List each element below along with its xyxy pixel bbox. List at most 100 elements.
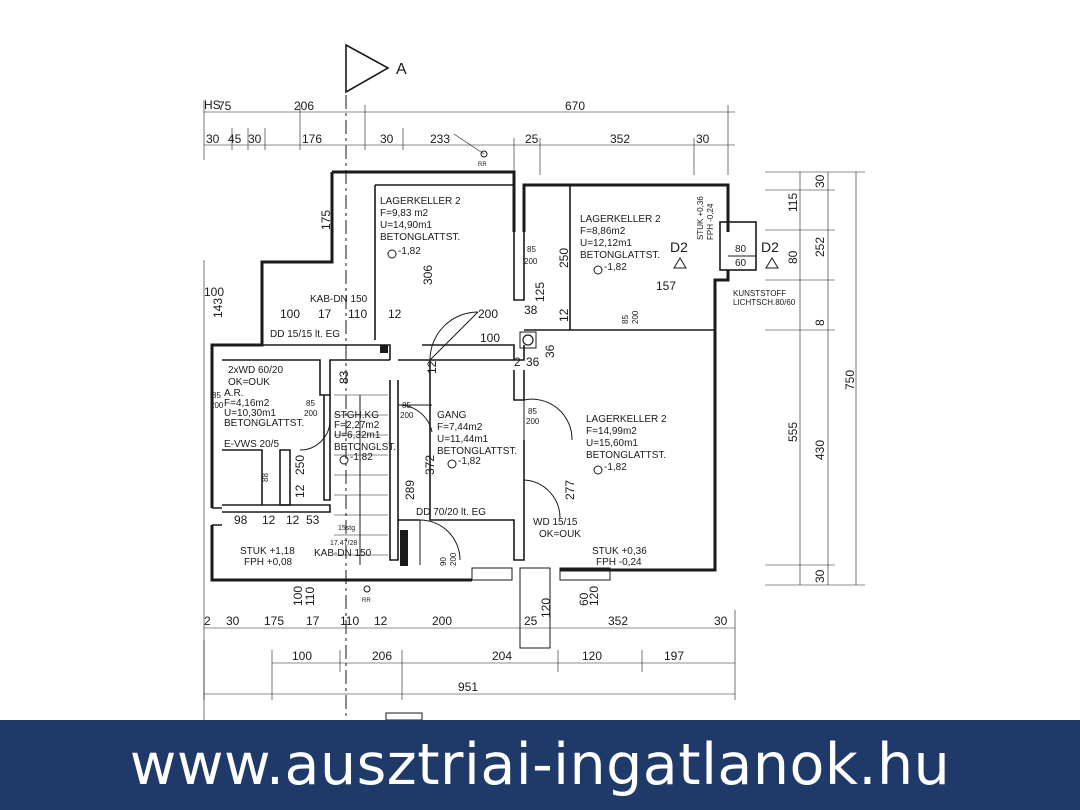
dim-right-3: 80: [786, 250, 800, 264]
inner-dim-31: 98: [234, 513, 248, 527]
dim-bottom-1-9: 30: [714, 614, 728, 628]
inner-dimensions: 175 306 85 200 250 125 38 12 36 2 36 157…: [210, 210, 676, 618]
lk2-bottom-level: -1,82: [604, 462, 627, 473]
inner-dim-8: 36: [543, 344, 557, 358]
section-marker: A: [345, 43, 407, 720]
dim-bottom-2-2: 204: [492, 649, 512, 663]
dimension-chains: HS 75 206 670 30 45 30 176 30 233 25 352…: [203, 98, 735, 175]
window-80: 80: [735, 244, 747, 255]
dim-bottom-2-0: 100: [292, 649, 312, 663]
inner-dim-19: 12: [425, 360, 439, 374]
lk2-right-name: LAGERKELLER 2: [580, 214, 661, 225]
inner-dim-22: 85: [402, 401, 411, 410]
inner-dim-5: 125: [533, 282, 547, 302]
inner-dim-10: 36: [526, 355, 540, 369]
inner-dim-17: 100: [480, 331, 500, 345]
stuk-top: STUK +0,36: [696, 196, 705, 240]
inner-dim-35: 12: [293, 484, 307, 498]
wd-left: 2xWD 60/20: [228, 365, 283, 376]
dim-left-0: 100: [204, 285, 224, 299]
inner-dim-6: 38: [524, 303, 538, 317]
kab-dn-bottom: KAB-DN 150: [314, 548, 372, 559]
inner-dim-3: 200: [524, 257, 538, 266]
dim-left-1: 143: [211, 298, 225, 318]
dd-bottom: DD 70/20 lt. EG: [416, 507, 486, 518]
wd-left-ok: OK=OUK: [228, 377, 270, 388]
right-dimensions: 115 30 252 80 8 750 555 430 30: [765, 171, 865, 586]
room-lagerkeller-bottom: LAGERKELLER 2 F=14,99m2 U=15,60m1 BETONG…: [586, 414, 667, 475]
lk2-top-perimeter: U=14,90m1: [380, 220, 432, 231]
dim-right-6: 555: [786, 422, 800, 442]
stghkg-floor: BETONGLST.: [334, 442, 396, 453]
interior-walls: [222, 184, 715, 566]
inner-dim-26: 372: [423, 455, 437, 475]
inner-dim-29: 85: [621, 315, 630, 324]
inner-dim-45: 85: [212, 391, 221, 400]
kunststoff: KUNSTSTOFF: [733, 289, 786, 298]
dim-top-2-5: 233: [430, 132, 450, 146]
inner-dim-12: 100: [280, 307, 300, 321]
lk2-right-area: F=8,86m2: [580, 226, 626, 237]
inner-dim-18: 83: [337, 370, 351, 384]
inner-dim-9: 2: [514, 355, 521, 369]
bottom-dimensions: 2 30 175 17 110 12 200 25 352 30 100 206…: [203, 585, 736, 720]
gang-floor: BETONGLATTST.: [437, 446, 517, 457]
stghkg-area: F=2,27m2: [334, 420, 380, 431]
dim-right-0: 115: [786, 193, 800, 212]
lk2-right-perimeter: U=12,12m1: [580, 238, 632, 249]
inner-dim-20: 85: [306, 399, 315, 408]
inner-dim-30: 200: [631, 310, 640, 324]
stuk-left: STUK +1,18: [240, 546, 295, 557]
dim-top-2-2: 30: [248, 132, 262, 146]
lk2-bottom-perimeter: U=15,60m1: [586, 438, 638, 449]
dim-top-2-1: 45: [228, 132, 242, 146]
rr-mark-top: RR: [478, 162, 487, 168]
lk2-bottom-name: LAGERKELLER 2: [586, 414, 667, 425]
ar-area: F=4,16m2: [224, 398, 270, 409]
dim-top-2-7: 352: [610, 132, 630, 146]
lk2-bottom-floor: BETONGLATTST.: [586, 450, 666, 461]
annotations: KAB-DN 150 DD 15/15 lt. EG 2xWD 60/20 OK…: [224, 196, 796, 568]
dim-top-2-3: 176: [302, 132, 322, 146]
dim-top-1-1: 206: [294, 99, 314, 113]
inner-dim-43: 110: [303, 587, 317, 606]
room-gang: GANG F=7,44m2 U=11,44m1 BETONGLATTST. -1…: [437, 410, 517, 469]
inner-dim-44: 120: [587, 586, 601, 606]
inner-dim-14: 110: [348, 307, 367, 321]
lk2-bottom-area: F=14,99m2: [586, 426, 637, 437]
dim-right-5: 750: [843, 370, 857, 390]
dim-bottom-1-4: 110: [340, 614, 359, 628]
inner-dim-7: 12: [557, 308, 571, 322]
dim-right-1: 30: [813, 174, 827, 188]
section-marker-label: A: [396, 61, 407, 78]
inner-dim-21: 200: [304, 409, 318, 418]
steps-ratio: 17.47/28: [330, 540, 357, 547]
room-lagerkeller-right: LAGERKELLER 2 F=8,86m2 U=12,12m1 BETONGL…: [580, 214, 661, 275]
lk2-right-level: -1,82: [604, 262, 627, 273]
watermark-banner: www.ausztriai-ingatlanok.hu: [0, 720, 1080, 810]
dim-right-2: 252: [813, 237, 827, 257]
dim-bottom-total: 951: [458, 680, 478, 694]
inner-dim-38: 90: [439, 557, 448, 566]
fph-right: FPH -0,24: [596, 557, 642, 568]
inner-dim-33: 12: [286, 513, 300, 527]
dim-top-1-0: 75: [218, 99, 232, 113]
lk2-top-level: -1,82: [398, 246, 421, 257]
inner-dim-40: 120: [539, 598, 553, 618]
lichtsch: LICHTSCH.80/60: [733, 298, 796, 307]
dim-top-2-0: 30: [206, 132, 220, 146]
gang-name: GANG: [437, 410, 467, 421]
exterior-walls: 80 60: [210, 170, 757, 649]
rr-mark-bottom: RR: [362, 598, 371, 604]
dim-bottom-1-6: 200: [432, 614, 452, 628]
d2-right: D2: [761, 239, 779, 255]
dim-bottom-1-0: 2: [204, 614, 211, 628]
ar-perimeter: U=10,30m1: [224, 408, 276, 419]
dim-right-8: 30: [813, 569, 827, 583]
inner-dim-34: 53: [306, 513, 320, 527]
inner-dim-39: 200: [449, 552, 458, 566]
inner-dim-13: 17: [318, 307, 332, 321]
dim-bottom-1-8: 352: [608, 614, 628, 628]
watermark-url[interactable]: www.ausztriai-ingatlanok.hu: [129, 732, 951, 798]
inner-dim-41: 60: [577, 592, 591, 606]
